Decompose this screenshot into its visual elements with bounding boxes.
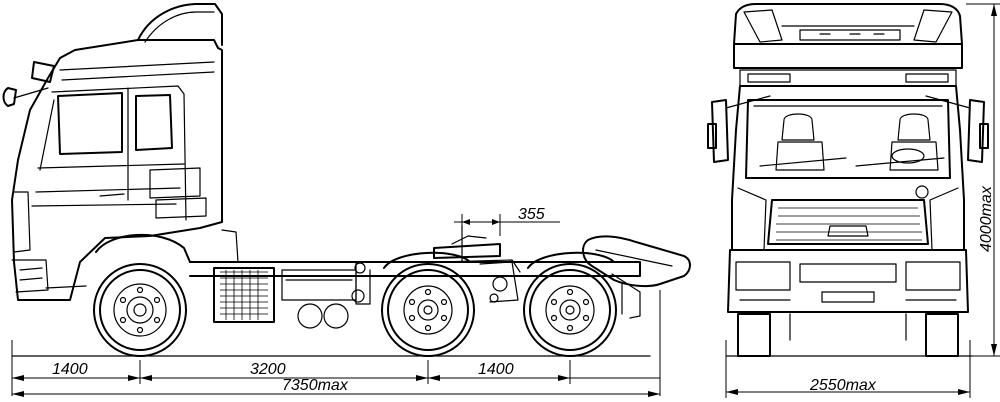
dim-wheelbase-2: 1400 <box>478 361 514 378</box>
side-dimensions: 1400 3200 1400 7350max 355 <box>11 206 661 397</box>
side-spare-wheel <box>582 235 691 319</box>
dim-fifth-wheel-offset: 355 <box>518 206 545 223</box>
dim-overall-width: 2550max <box>809 377 877 394</box>
dim-front-overhang: 1400 <box>52 361 88 378</box>
dim-overall-length: 7350max <box>282 377 349 394</box>
side-fifth-wheel <box>433 225 521 303</box>
side-chassis <box>95 229 641 329</box>
side-rear-wheel-2 <box>523 263 617 357</box>
front-dimensions: 2550max 4000max <box>725 3 1000 398</box>
side-front-wheel <box>93 263 187 357</box>
side-view <box>2 3 691 357</box>
dim-wheelbase-1: 3200 <box>250 361 286 378</box>
dim-overall-height: 4000max <box>978 185 995 252</box>
front-view <box>707 3 989 357</box>
side-cab <box>2 3 223 301</box>
side-rear-wheel-1 <box>381 263 475 357</box>
